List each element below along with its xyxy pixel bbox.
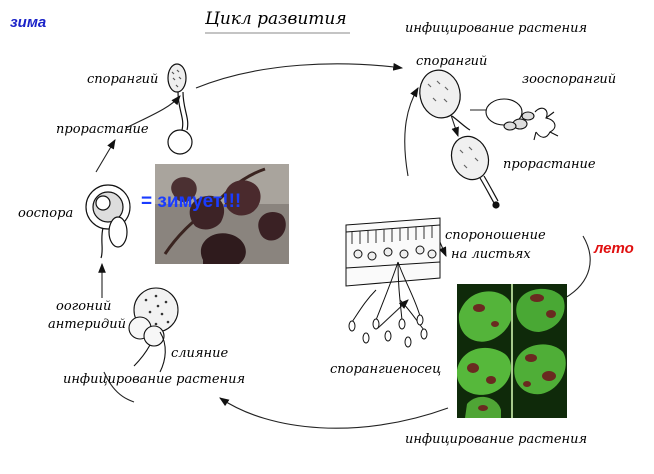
arrow-icon: [125, 95, 181, 129]
sporangium-left-drawing: [167, 63, 193, 155]
leaf-section-drawing: [345, 217, 441, 348]
arrow-icon: [103, 371, 135, 403]
winter-photo: [155, 164, 289, 264]
summer-photo: [457, 284, 567, 418]
label-germination-right: прорастание: [503, 157, 596, 172]
label-sporangium-left: спорангий: [87, 72, 159, 87]
season-summer: лето: [594, 240, 634, 257]
label-zoosporangium: зооспорангий: [522, 72, 617, 87]
label-sporangiophore: спорангиеносец: [330, 362, 442, 377]
oogonium-antheridium-drawing: [128, 287, 179, 373]
label-sporulation-line2: на листьях: [451, 247, 531, 262]
arrow-icon: [564, 235, 591, 299]
oospore-drawing: [85, 184, 131, 259]
label-fusion: слияние: [171, 346, 229, 361]
arrow-icon: [377, 299, 409, 329]
arrow-icon: [219, 397, 449, 429]
label-infection-bottom-right: инфицирование растения: [405, 432, 588, 447]
arrow-icon: [404, 87, 419, 177]
arrow-icon: [195, 63, 404, 89]
label-germination-left: прорастание: [56, 122, 149, 137]
label-antheridium: антеридий: [48, 317, 127, 332]
label-infection-bottom-left: инфицирование растения: [63, 372, 246, 387]
label-oospore: ооспора: [18, 206, 74, 221]
label-sporulation-line1: спороношение: [445, 228, 546, 243]
zoosporangium-drawing: [485, 98, 559, 141]
diagram-title: Цикл развития: [205, 9, 347, 29]
label-infection-top-right: инфицирование растения: [405, 21, 588, 36]
winter-photo-caption: = зимует!!!: [141, 191, 242, 212]
label-oogonium: оогоний: [56, 299, 112, 314]
germinating-sporangium-drawing: [450, 135, 500, 209]
sporangium-right-drawing: [419, 69, 471, 131]
spotted-leaf-photo: [457, 284, 567, 418]
arrow-icon: [95, 139, 116, 173]
dark-leaf-photo: [155, 164, 289, 264]
label-sporangium-right: спорангий: [416, 54, 488, 69]
arrow-icon: [449, 111, 459, 138]
season-winter: зима: [10, 14, 47, 31]
